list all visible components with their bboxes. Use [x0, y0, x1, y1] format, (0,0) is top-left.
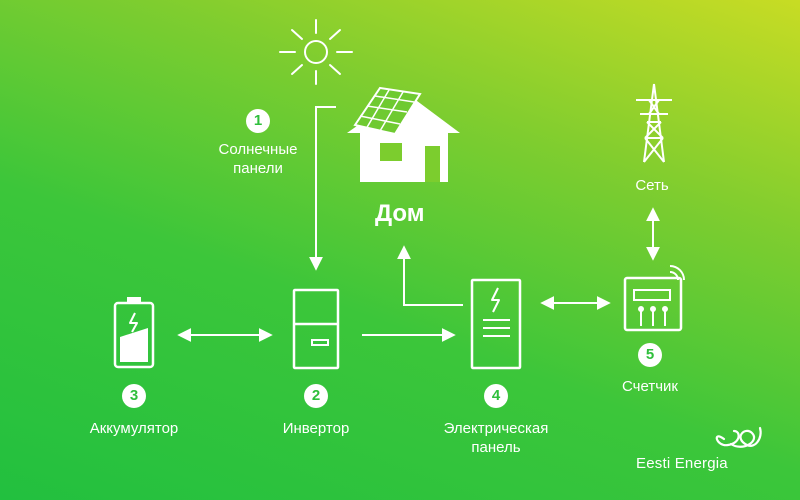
electric-panel-icon — [470, 278, 522, 370]
meter-icon — [623, 265, 685, 332]
power-tower-icon — [636, 83, 672, 163]
battery-number-badge: 3 — [122, 384, 146, 408]
battery-icon — [113, 297, 155, 369]
meter-label: Счетчик — [622, 378, 678, 395]
brand-name: Eesti Energia — [636, 455, 728, 472]
electric-panel-label: Электрическая панель — [430, 419, 562, 457]
inverter-label: Инвертор — [282, 420, 350, 437]
electric-panel-number-badge: 4 — [484, 384, 508, 408]
sun-icon — [279, 19, 353, 85]
house-icon — [347, 86, 460, 182]
inverter-number-badge: 2 — [304, 384, 328, 408]
electric-panel-label-line1: Электрическая — [443, 420, 549, 437]
house-title: Дом — [375, 200, 425, 227]
solar-panels-number-badge: 1 — [246, 109, 270, 133]
panel-to-house-arrow — [397, 245, 463, 306]
solar-panels-label-line1: Солнечные — [218, 141, 298, 158]
meter-number-badge: 5 — [638, 343, 662, 367]
solar-to-inverter-arrow — [309, 106, 336, 271]
solar-panel-icon — [353, 86, 422, 136]
battery-label: Аккумулятор — [89, 420, 179, 437]
inverter-icon — [292, 288, 340, 370]
grid-label: Сеть — [635, 177, 669, 194]
solar-panels-label-line2: панели — [233, 160, 283, 177]
electric-panel-label-line2: панель — [471, 439, 521, 456]
solar-panels-label: Солнечные панели — [202, 140, 314, 178]
eesti-energia-logo-icon — [715, 426, 762, 448]
